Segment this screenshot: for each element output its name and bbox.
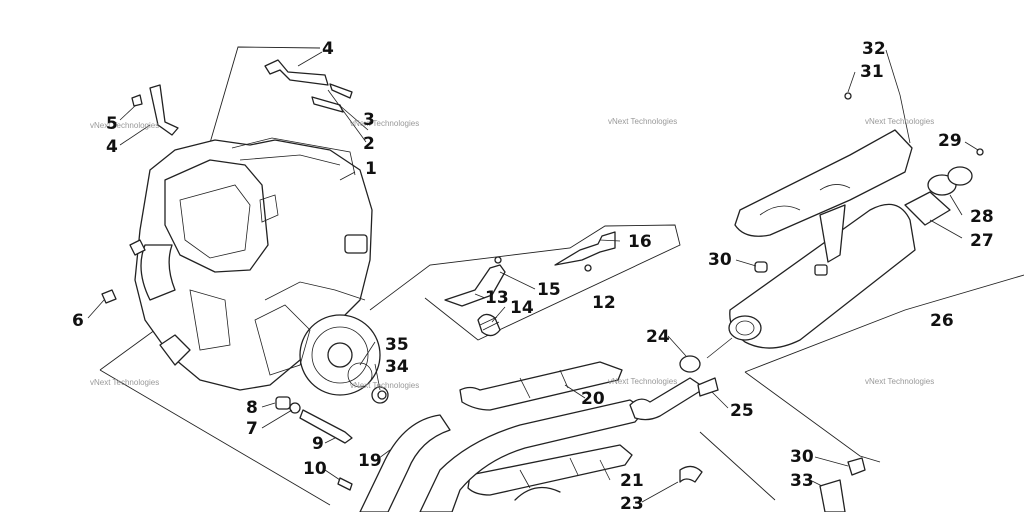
- watermark-text: vNext Technologies: [90, 378, 159, 387]
- part-label: 27: [970, 231, 994, 251]
- engine-assembly: [129, 137, 381, 396]
- exhaust-pipes: [359, 355, 719, 512]
- part-label: 3: [363, 110, 375, 130]
- part-label: 30: [708, 250, 732, 270]
- part-label: 4: [106, 137, 118, 157]
- part-label: 15: [537, 280, 561, 300]
- part-label: 6: [72, 311, 84, 331]
- watermark-text: vNext Technologies: [350, 119, 419, 128]
- part-label: 32: [862, 39, 886, 59]
- part-label: 31: [860, 62, 884, 82]
- part-label: 23: [620, 494, 644, 512]
- part-label: 35: [385, 335, 409, 355]
- part-label: 5: [106, 114, 118, 134]
- watermarks: vNext Technologies vNext Technologies vN…: [90, 117, 934, 390]
- watermark-text: vNext Technologies: [865, 377, 934, 386]
- part-label: 21: [620, 471, 644, 491]
- part-label: 33: [790, 471, 814, 491]
- watermark-text: vNext Technologies: [865, 117, 934, 126]
- watermark-text: vNext Technologies: [608, 377, 677, 386]
- watermark-text: vNext Technologies: [90, 121, 159, 130]
- watermark-text: vNext Technologies: [608, 117, 677, 126]
- middle-bracket-parts: [444, 231, 616, 337]
- part-label: 9: [312, 434, 324, 454]
- part-label: 2: [363, 134, 375, 154]
- part-label: 7: [246, 419, 258, 439]
- part-number-labels: 1 2 3 4 4 5 6 7 8 9 10 12 13 14 15 16 19…: [72, 39, 994, 512]
- part-label: 34: [385, 357, 409, 377]
- part-label: 14: [510, 298, 534, 318]
- part-label: 1: [365, 159, 377, 179]
- engine-small-parts: [101, 59, 389, 491]
- part-label: 26: [930, 311, 954, 331]
- muffler-assembly: [728, 92, 984, 512]
- group-boxes: [99, 46, 1024, 506]
- part-label: 10: [303, 459, 327, 479]
- leader-lines: [87, 49, 979, 503]
- part-label: 4: [322, 39, 334, 59]
- part-label: 24: [646, 327, 670, 347]
- part-label: 28: [970, 207, 994, 227]
- watermark-text: vNext Technologies: [350, 381, 419, 390]
- part-label: 16: [628, 232, 652, 252]
- part-label: 30: [790, 447, 814, 467]
- part-label: 12: [592, 293, 616, 313]
- part-label: 19: [358, 451, 382, 471]
- part-label: 25: [730, 401, 754, 421]
- part-label: 8: [246, 398, 258, 418]
- part-label: 29: [938, 131, 962, 151]
- part-label: 13: [485, 288, 509, 308]
- part-label: 20: [581, 389, 605, 409]
